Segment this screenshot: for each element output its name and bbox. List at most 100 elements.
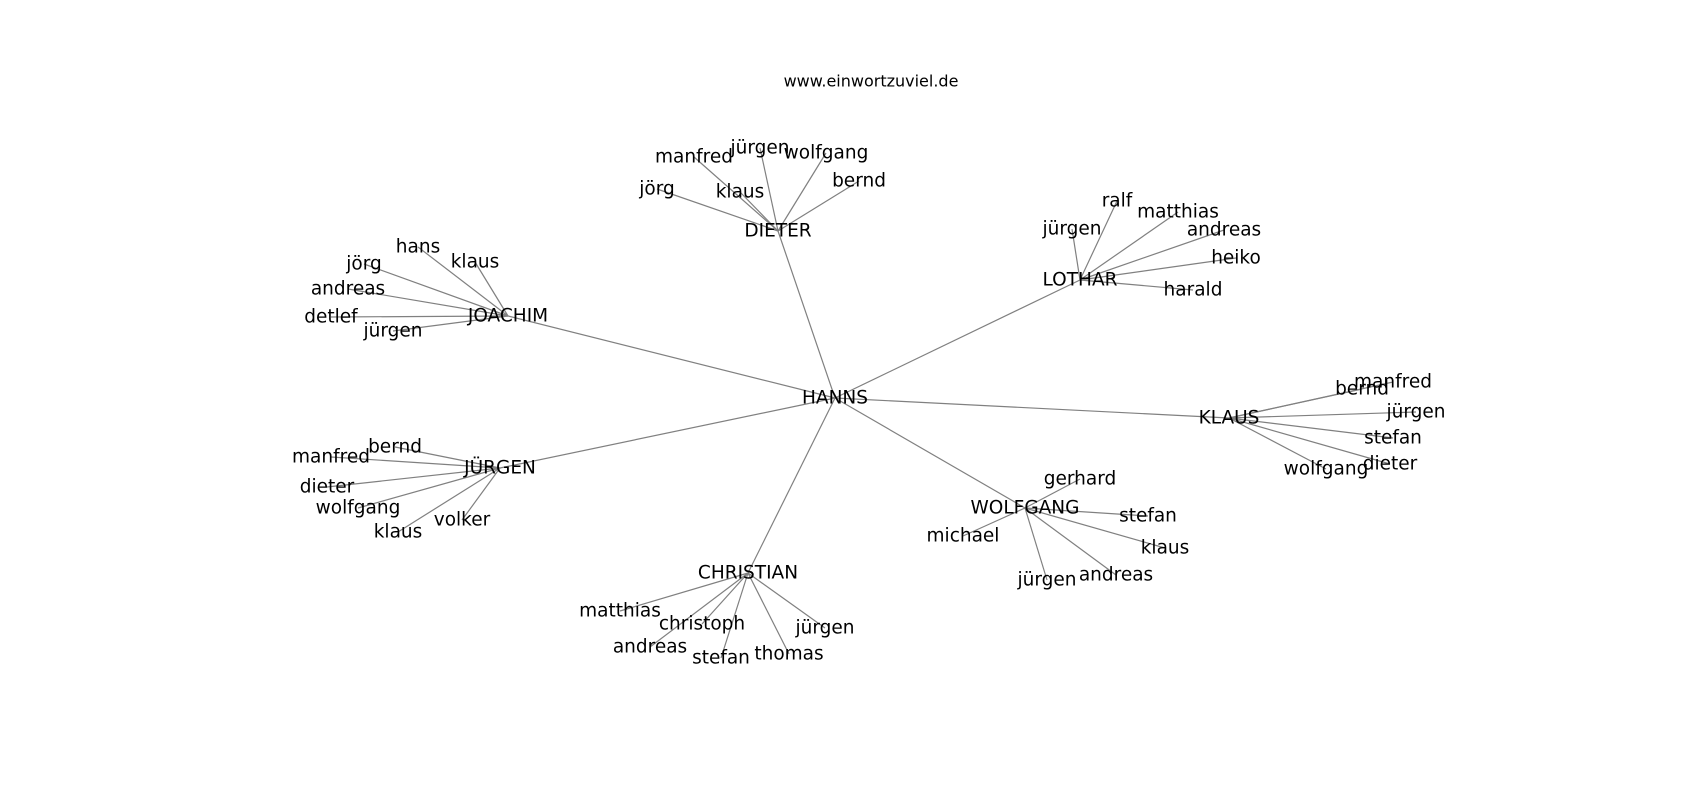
node-label-christian-andreas: andreas [613,637,687,658]
edge-hanns-wolfgang [834,397,1026,509]
node-label-lothar: LOTHAR [1043,270,1118,291]
edge-joachim-joachim-joerg [363,263,509,317]
node-label-klaus-manfred: manfred [1354,372,1432,393]
node-label-juergen: JÜRGEN [463,457,536,479]
node-label-joachim: JOACHIM [467,306,548,327]
edge-hanns-juergen [499,397,836,469]
edge-wolfgang-wolfgang-stefan [1024,507,1149,517]
edge-christian-christian-christoph [701,572,749,625]
node-label-klaus-wolfgang: wolfgang [1284,459,1369,480]
node-label-lothar-ralf: ralf [1102,191,1133,212]
node-label-hanns: HANNS [802,388,868,409]
edge-dieter-dieter-manfred [693,156,779,232]
node-label-dieter-joerg: jörg [638,179,674,200]
node-label-juergen-wolfgang: wolfgang [316,498,401,519]
edge-christian-christian-thomas [747,572,790,655]
edge-lothar-lothar-harald [1079,279,1194,291]
edge-joachim-joachim-klaus [474,261,509,317]
node-label-wolfgang-klaus: klaus [1141,538,1190,559]
node-label-juergen-manfred: manfred [292,447,370,468]
edge-joachim-joachim-hans [417,246,509,317]
node-label-wolfgang-juergen: jürgen [1017,570,1077,591]
node-label-christian-christoph: christoph [659,614,745,635]
node-label-wolfgang-gerhard: gerhard [1044,469,1117,490]
node-label-juergen-klaus: klaus [374,522,423,543]
graph-title: www.einwortzuviel.de [784,72,959,91]
edge-klaus-klaus-wolfgang [1228,417,1327,470]
node-label-dieter-klaus: klaus [716,182,765,203]
node-label-wolfgang-andreas: andreas [1079,565,1153,586]
edge-hanns-christian [747,397,836,574]
edge-lothar-lothar-heiko [1079,257,1237,281]
node-label-juergen-bernd: bernd [368,437,422,458]
edge-christian-christian-juergen [747,572,826,629]
edge-joachim-joachim-detlef [330,315,509,318]
node-label-christian-thomas: thomas [754,644,823,665]
node-label-lothar-heiko: heiko [1211,248,1261,269]
node-label-wolfgang: WOLFGANG [971,498,1080,519]
node-label-klaus-bernd: bernd [1335,379,1389,400]
node-label-klaus-juergen: jürgen [1386,402,1446,423]
node-label-dieter-bernd: bernd [832,171,886,192]
edge-hanns-lothar [834,279,1081,399]
node-label-lothar-harald: harald [1164,280,1223,301]
node-label-christian-juergen: jürgen [795,618,855,639]
node-label-lothar-matthias: matthias [1137,202,1219,223]
node-label-klaus: KLAUS [1199,408,1260,429]
edge-klaus-klaus-stefan [1228,417,1394,439]
node-label-dieter-juergen: jürgen [730,138,790,159]
labels-layer: HANNS DIETER LOTHAR JOACHIM KLAUS JÜRGEN WOLFG… [292,138,1445,669]
node-label-juergen-dieter: dieter [300,477,355,498]
edge-klaus-klaus-juergen [1228,411,1417,419]
node-label-joachim-hans: hans [396,237,440,258]
node-label-christian-stefan: stefan [692,648,750,669]
edge-lothar-lothar-matthias [1079,211,1179,281]
node-label-joachim-klaus: klaus [451,252,500,273]
edge-christian-christian-andreas [649,572,749,648]
edge-juergen-juergen-wolfgang [357,467,501,509]
edge-juergen-juergen-klaus [397,467,501,533]
edge-lothar-lothar-andreas [1079,229,1225,281]
edge-dieter-dieter-juergen [759,147,779,232]
edge-dieter-dieter-bernd [777,180,860,232]
edge-juergen-juergen-manfred [330,456,501,469]
node-label-christian: CHRISTIAN [698,563,798,584]
node-label-klaus-stefan: stefan [1364,428,1422,449]
node-label-lothar-juergen: jürgen [1042,219,1102,240]
edges-layer [326,147,1417,659]
edge-joachim-joachim-andreas [347,288,509,317]
edge-klaus-klaus-manfred [1228,381,1394,419]
node-label-wolfgang-stefan: stefan [1119,506,1177,527]
node-label-klaus-dieter: dieter [1363,454,1418,475]
edge-juergen-juergen-bernd [394,446,501,469]
edge-dieter-dieter-joerg [656,188,779,232]
edge-dieter-dieter-klaus [739,191,779,232]
edge-wolfgang-wolfgang-juergen [1024,507,1048,581]
node-label-lothar-andreas: andreas [1187,220,1261,241]
node-label-wolfgang-michael: michael [927,526,1000,547]
edge-juergen-juergen-volker [461,467,501,521]
edge-hanns-klaus [834,397,1230,419]
node-label-joachim-andreas: andreas [311,279,385,300]
edge-joachim-joachim-juergen [392,315,509,332]
edge-christian-christian-stefan [720,572,749,659]
node-label-juergen-volker: volker [434,510,491,531]
node-label-christian-matthias: matthias [579,601,661,622]
node-label-joachim-detlef: detlef [304,307,358,328]
node-label-joachim-juergen: jürgen [363,321,423,342]
edge-wolfgang-wolfgang-michael [962,507,1026,537]
edge-klaus-klaus-dieter [1228,417,1391,465]
edge-hanns-joachim [507,315,836,399]
node-label-dieter: DIETER [744,221,811,242]
edge-dieter-dieter-wolfgang [777,152,827,232]
edge-lothar-lothar-juergen [1071,228,1081,281]
edge-hanns-dieter [777,230,836,399]
edge-lothar-lothar-ralf [1079,200,1118,281]
node-label-joachim-joerg: jörg [345,254,381,275]
edge-wolfgang-wolfgang-klaus [1024,507,1166,549]
edge-christian-christian-matthias [619,572,749,612]
edge-juergen-juergen-dieter [326,467,501,488]
node-label-dieter-wolfgang: wolfgang [784,143,869,164]
edge-wolfgang-wolfgang-gerhard [1024,478,1081,509]
